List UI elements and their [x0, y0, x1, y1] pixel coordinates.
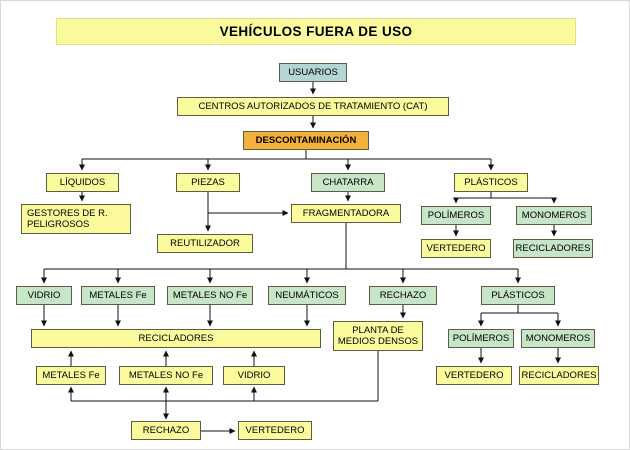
node-recicladores-2: RECICLADORES [519, 366, 599, 385]
node-cat: CENTROS AUTORIZADOS DE TRATAMIENTO (CAT) [177, 97, 449, 116]
node-gestores: GESTORES DE R. PELIGROSOS [21, 204, 131, 234]
node-liquidos: LÍQUIDOS [46, 173, 119, 192]
node-metales-fe-2: METALES Fe [36, 366, 106, 385]
node-reutilizador: REUTILIZADOR [157, 234, 253, 253]
node-metales-no-fe-2: METALES NO Fe [119, 366, 213, 385]
node-metales-fe-1: METALES Fe [81, 286, 155, 305]
node-rechazo-1: RECHAZO [369, 286, 437, 305]
node-descontaminacion: DESCONTAMINACIÓN [243, 131, 369, 150]
node-neumaticos: NEUMÁTICOS [268, 286, 346, 305]
diagram-title: VEHÍCULOS FUERA DE USO [56, 18, 576, 45]
node-fragmentadora: FRAGMENTADORA [291, 204, 401, 223]
node-vidrio-2: VIDRIO [223, 366, 285, 385]
node-planta-medios-densos: PLANTA DE MEDIOS DENSOS [333, 321, 423, 351]
node-recicladores-bar: RECICLADORES [31, 329, 321, 348]
node-vertedero-2: VERTEDERO [436, 366, 512, 385]
node-piezas: PIEZAS [176, 173, 240, 192]
node-recicladores-1: RECICLADORES [513, 239, 593, 258]
node-polimeros-2: POLÍMEROS [448, 329, 514, 348]
node-plasticos-2: PLÁSTICOS [481, 286, 555, 305]
node-chatarra: CHATARRA [311, 173, 385, 192]
node-vertedero-1: VERTEDERO [421, 239, 491, 258]
node-metales-no-fe-1: METALES NO Fe [167, 286, 253, 305]
node-rechazo-2: RECHAZO [131, 421, 201, 440]
node-vertedero-3: VERTEDERO [238, 421, 312, 440]
node-monomeros-2: MONOMEROS [521, 329, 595, 348]
node-plasticos-1: PLÁSTICOS [454, 173, 528, 192]
node-polimeros-1: POLÍMEROS [421, 206, 491, 225]
node-monomeros-1: MONOMEROS [516, 206, 592, 225]
node-usuarios: USUARIOS [279, 63, 347, 82]
node-vidrio-1: VIDRIO [16, 286, 72, 305]
